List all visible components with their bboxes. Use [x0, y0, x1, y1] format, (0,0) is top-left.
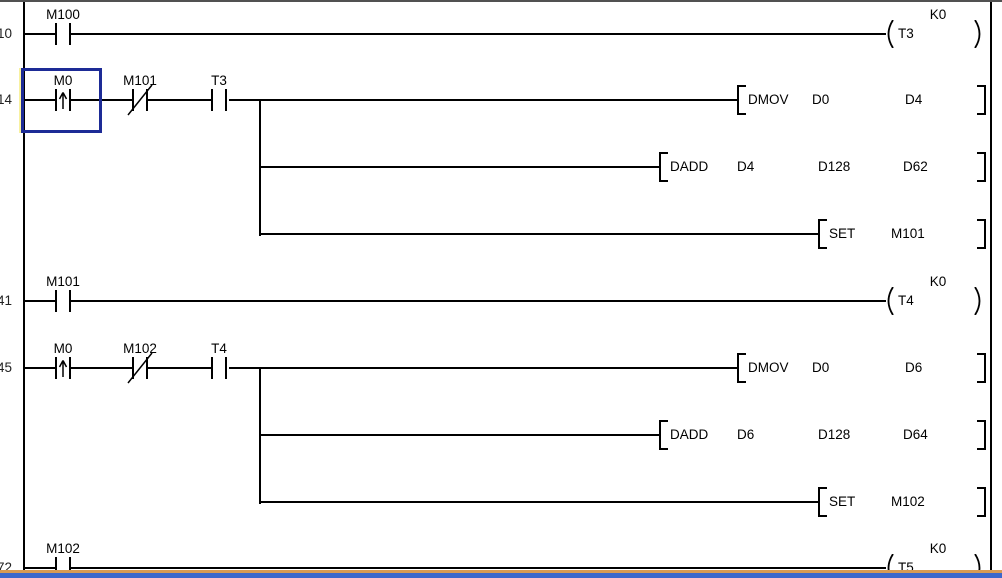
no-contact-icon	[55, 23, 71, 45]
instruction-operand: D4	[737, 159, 755, 174]
coil-parentheses-icon	[887, 553, 981, 578]
coil-device-label: T4	[898, 293, 914, 308]
instruction-operand: D128	[818, 427, 851, 442]
contact-label: T4	[211, 341, 227, 356]
contact-m0-rising-pulse[interactable]	[55, 357, 71, 379]
timer-coil-t3[interactable]: T3	[884, 19, 984, 49]
contact-label: M102	[46, 541, 80, 556]
instruction-operand: D128	[818, 159, 851, 174]
no-contact-icon	[211, 89, 227, 111]
instruction-operand: D0	[812, 92, 830, 107]
instruction-right-bracket	[977, 487, 986, 517]
instruction-left-bracket	[659, 420, 668, 450]
wire-horizontal	[229, 99, 738, 101]
instruction-operand: D0	[812, 360, 830, 375]
contact-label: M101	[46, 274, 80, 289]
instruction-operand: M102	[891, 494, 925, 509]
wire-horizontal	[260, 434, 659, 436]
instruction-left-bracket	[818, 219, 827, 249]
no-contact-icon	[55, 557, 71, 578]
contact-label: M0	[53, 73, 73, 88]
contact-t4[interactable]	[211, 357, 227, 379]
instruction-left-bracket	[659, 152, 668, 182]
timer-preset-label: K0	[929, 7, 947, 22]
instruction-operand: D4	[905, 92, 923, 107]
instruction-operand: M101	[891, 226, 925, 241]
wire-horizontal	[24, 99, 55, 101]
instruction-right-bracket	[977, 152, 986, 182]
contact-label: M100	[46, 7, 80, 22]
contact-m101-nc[interactable]	[127, 84, 153, 116]
contact-m101[interactable]	[55, 290, 71, 312]
wire-horizontal	[229, 367, 738, 369]
step-number: 141	[0, 293, 12, 308]
edit-marker	[19, 68, 21, 133]
coil-parentheses-icon	[887, 286, 981, 316]
instruction-mnemonic: DMOV	[748, 360, 789, 375]
contact-label: T3	[211, 73, 227, 88]
instruction-operand: D6	[905, 360, 923, 375]
instruction-mnemonic: SET	[829, 494, 856, 509]
step-number: 114	[0, 92, 12, 107]
instruction-right-bracket	[977, 353, 986, 383]
timer-preset-label: K0	[929, 274, 947, 289]
wire-horizontal	[24, 367, 55, 369]
wire-horizontal	[260, 233, 818, 235]
coil-parentheses-icon	[887, 19, 981, 49]
instruction-left-bracket	[737, 85, 746, 115]
wire-horizontal	[71, 300, 886, 302]
instruction-right-bracket	[977, 85, 986, 115]
right-power-rail	[990, 0, 992, 570]
wire-horizontal	[24, 33, 55, 35]
edit-cursor-box	[21, 68, 102, 133]
instruction-mnemonic: SET	[829, 226, 856, 241]
contact-label: M0	[53, 341, 73, 356]
step-number: 110	[0, 26, 12, 41]
instruction-mnemonic: DADD	[670, 427, 709, 442]
wire-horizontal	[24, 300, 55, 302]
window-frame-line	[0, 570, 1002, 573]
step-number: 145	[0, 360, 12, 375]
nc-contact-icon	[127, 84, 153, 116]
instruction-right-bracket	[977, 420, 986, 450]
instruction-operand: D6	[737, 427, 755, 442]
wire-horizontal	[71, 33, 886, 35]
rising-pulse-contact-icon	[55, 89, 71, 111]
wire-horizontal	[148, 99, 213, 101]
window-bottom-bar	[0, 573, 1002, 578]
contact-m0-rising-pulse[interactable]	[55, 89, 71, 111]
timer-preset-label: K0	[929, 541, 947, 556]
nc-contact-icon	[127, 352, 153, 384]
contact-label: M101	[123, 73, 157, 88]
wire-horizontal	[71, 367, 132, 369]
instruction-right-bracket	[977, 219, 986, 249]
instruction-left-bracket	[818, 487, 827, 517]
rising-pulse-contact-icon	[55, 357, 71, 379]
left-power-rail	[23, 0, 25, 570]
no-contact-icon	[55, 290, 71, 312]
instruction-mnemonic: DADD	[670, 159, 709, 174]
instruction-left-bracket	[737, 353, 746, 383]
contact-m102[interactable]	[55, 557, 71, 578]
window-top-border	[0, 0, 1002, 2]
wire-horizontal	[24, 567, 55, 569]
coil-device-label: T3	[898, 26, 914, 41]
instruction-mnemonic: DMOV	[748, 92, 789, 107]
wire-horizontal	[71, 567, 886, 569]
contact-m102-nc[interactable]	[127, 352, 153, 384]
instruction-operand: D62	[903, 159, 928, 174]
wire-horizontal	[260, 501, 818, 503]
no-contact-icon	[211, 357, 227, 379]
contact-m100[interactable]	[55, 23, 71, 45]
wire-horizontal	[260, 166, 659, 168]
timer-coil-t4[interactable]: T4	[884, 286, 984, 316]
contact-label: M102	[123, 341, 157, 356]
wire-horizontal	[148, 367, 213, 369]
instruction-operand: D64	[903, 427, 928, 442]
contact-t3[interactable]	[211, 89, 227, 111]
